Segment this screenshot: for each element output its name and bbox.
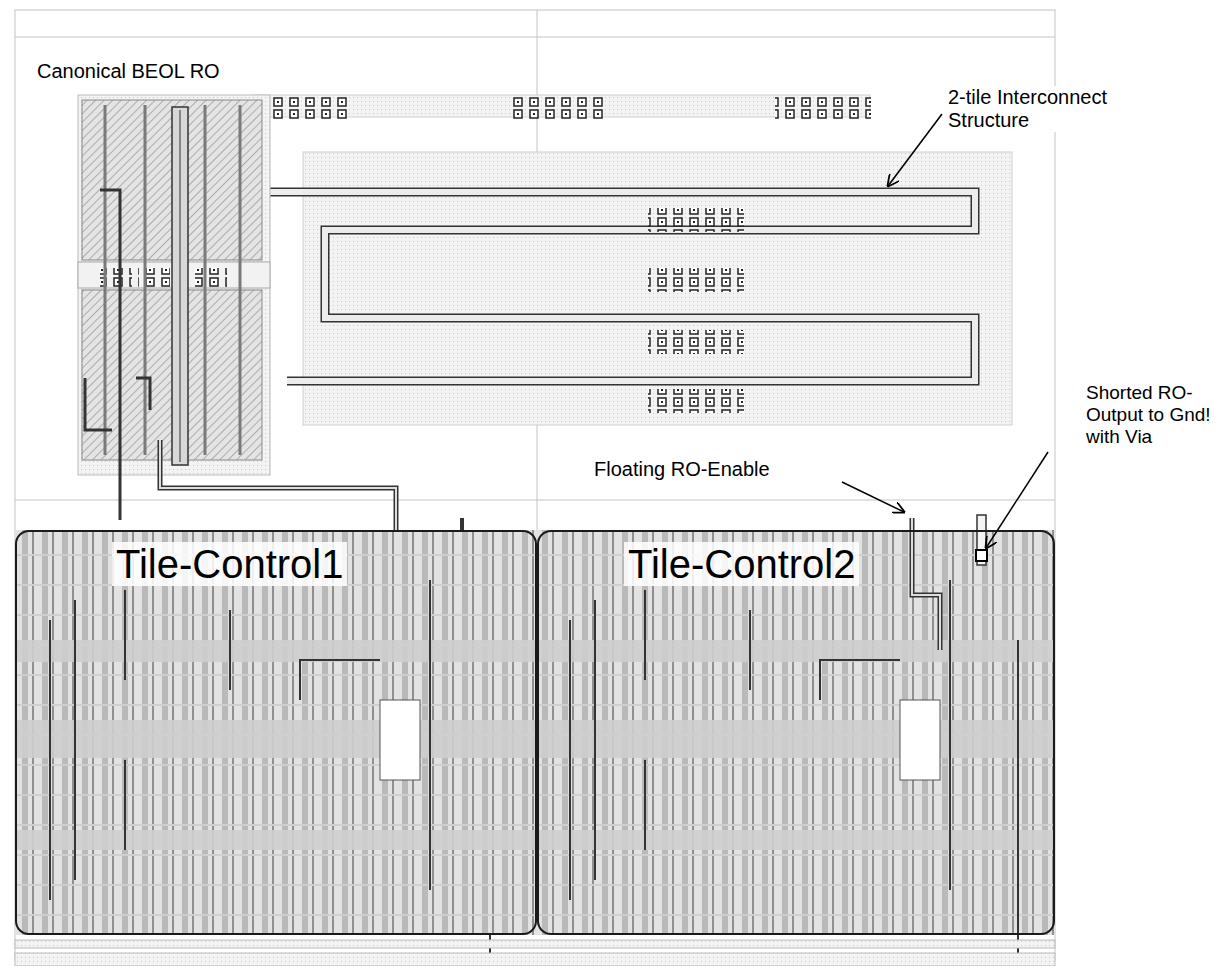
callout-label: Shorted RO-Output to Gnd! with Via [1084,382,1214,448]
callout-label: 2-tile Interconnect Structure [946,86,1150,132]
tile-control-box: Tile-Control2 [537,530,1055,935]
callout-label: Canonical BEOL RO [35,60,222,83]
callout-label: Floating RO-Enable [592,458,772,481]
tile-title: Tile-Control2 [624,542,859,586]
tile-title: Tile-Control1 [112,542,347,586]
tile-control-box: Tile-Control1 [15,530,537,935]
